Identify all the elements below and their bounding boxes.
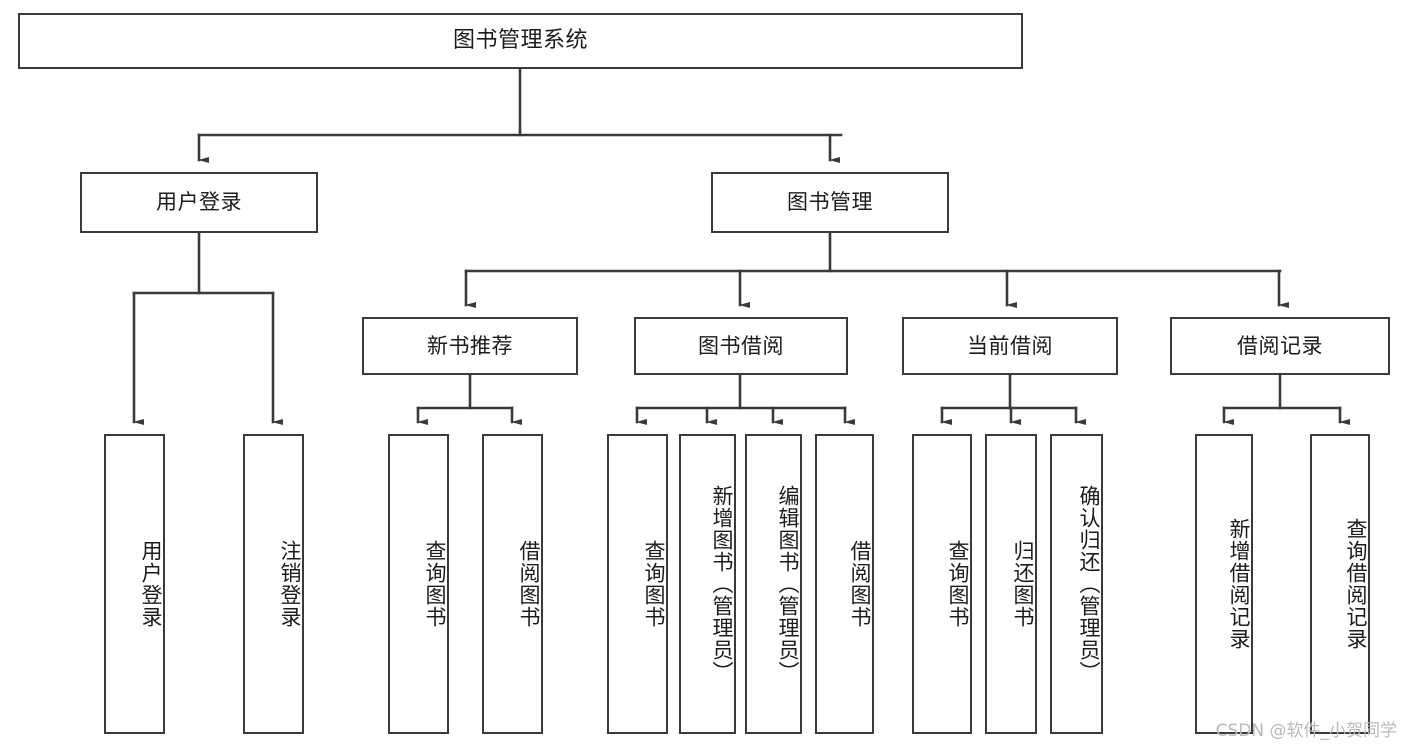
node-label: 图书管理 bbox=[787, 190, 873, 215]
node-label: 查询图书 bbox=[642, 540, 666, 628]
node-label: 编辑图书（管理员） bbox=[776, 485, 800, 683]
node-user-login[interactable]: 用户登录 bbox=[80, 172, 318, 233]
node-book-manage[interactable]: 图书管理 bbox=[711, 172, 949, 233]
node-label: 新增借阅记录 bbox=[1227, 518, 1251, 650]
node-label: 确认归还（管理员） bbox=[1077, 485, 1101, 683]
node-new-book-recommend[interactable]: 新书推荐 bbox=[362, 317, 578, 375]
node-label: 当前借阅 bbox=[967, 333, 1053, 358]
node-label: 注销登录 bbox=[278, 540, 302, 628]
node-label: 借阅记录 bbox=[1237, 333, 1323, 358]
node-current-borrow[interactable]: 当前借阅 bbox=[902, 317, 1118, 375]
node-label: 新增图书（管理员） bbox=[710, 485, 734, 683]
node-label: 查询图书 bbox=[946, 540, 970, 628]
node-leaf-borrow-book-1[interactable]: 借阅图书 bbox=[482, 434, 543, 734]
node-label: 借阅图书 bbox=[517, 540, 541, 628]
node-leaf-query-record[interactable]: 查询借阅记录 bbox=[1310, 434, 1370, 734]
node-book-borrow[interactable]: 图书借阅 bbox=[634, 317, 848, 375]
node-label: 用户登录 bbox=[156, 190, 242, 215]
node-label: 用户登录 bbox=[139, 540, 163, 628]
node-label: 归还图书 bbox=[1011, 540, 1035, 628]
node-label: 图书借阅 bbox=[698, 333, 784, 358]
node-label: 借阅图书 bbox=[848, 540, 872, 628]
node-leaf-add-record[interactable]: 新增借阅记录 bbox=[1195, 434, 1253, 734]
node-root-system[interactable]: 图书管理系统 bbox=[18, 13, 1023, 69]
node-leaf-user-login[interactable]: 用户登录 bbox=[104, 434, 165, 734]
node-label: 图书管理系统 bbox=[452, 28, 588, 54]
node-label: 查询借阅记录 bbox=[1344, 518, 1368, 650]
node-leaf-query-book-2[interactable]: 查询图书 bbox=[607, 434, 668, 734]
node-label: 新书推荐 bbox=[427, 333, 513, 358]
node-leaf-add-book[interactable]: 新增图书（管理员） bbox=[679, 434, 736, 734]
node-borrow-record[interactable]: 借阅记录 bbox=[1170, 317, 1390, 375]
node-leaf-borrow-book-2[interactable]: 借阅图书 bbox=[815, 434, 874, 734]
node-leaf-edit-book[interactable]: 编辑图书（管理员） bbox=[745, 434, 802, 734]
node-leaf-return-book[interactable]: 归还图书 bbox=[985, 434, 1037, 734]
node-leaf-query-book-1[interactable]: 查询图书 bbox=[388, 434, 449, 734]
node-leaf-confirm-return[interactable]: 确认归还（管理员） bbox=[1050, 434, 1103, 734]
node-leaf-query-book-3[interactable]: 查询图书 bbox=[912, 434, 972, 734]
node-leaf-logout[interactable]: 注销登录 bbox=[243, 434, 304, 734]
node-label: 查询图书 bbox=[423, 540, 447, 628]
